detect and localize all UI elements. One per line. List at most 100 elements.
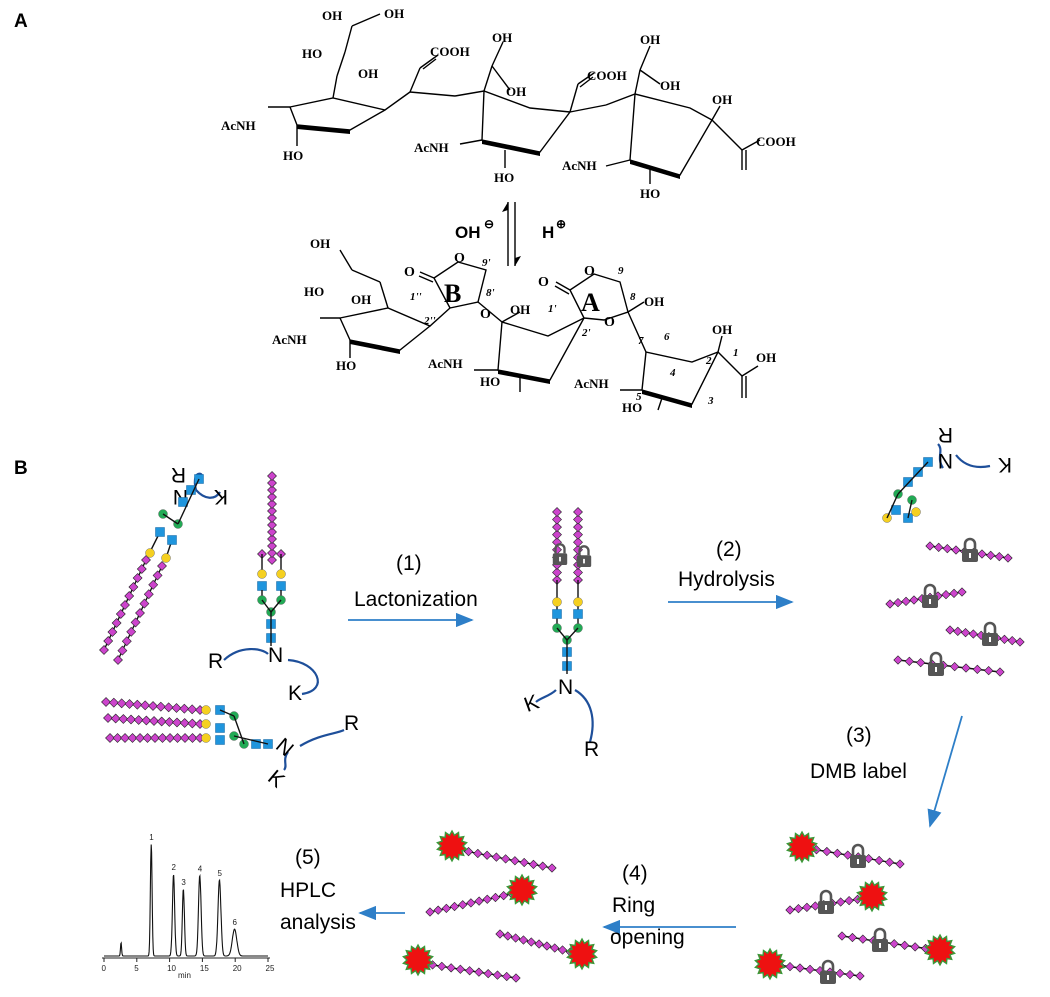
glycan-layer <box>99 457 1025 983</box>
svg-text:OH: OH <box>358 66 378 81</box>
svg-text:7: 7 <box>638 335 644 347</box>
sialic-acid-diamond <box>455 964 465 974</box>
dmb-label-star <box>786 830 818 864</box>
sialic-acid-diamond <box>503 931 513 941</box>
svg-text:HO: HO <box>302 46 322 61</box>
sialic-acid-diamond <box>267 471 277 481</box>
sialic-acid-diamond <box>172 717 182 728</box>
sialic-acid-diamond <box>953 626 963 636</box>
svg-text:9': 9' <box>482 257 491 269</box>
sialic-acid-diamond <box>573 514 583 525</box>
glcnac-square <box>251 739 261 749</box>
svg-text:OH: OH <box>510 302 530 317</box>
sialic-acid-diamond <box>121 636 132 647</box>
sialic-acid-diamond <box>843 850 853 860</box>
sialic-acid-diamond <box>785 905 795 915</box>
residue-n: N <box>938 449 953 472</box>
glcnac-square <box>552 609 562 619</box>
sialic-acid-diamond <box>101 697 111 707</box>
sialic-acid-diamond <box>110 713 121 724</box>
svg-text:HO: HO <box>336 358 356 373</box>
galactose-circle <box>276 569 286 579</box>
sialic-acid-diamond <box>140 700 151 711</box>
sialic-acid-diamond <box>845 970 855 980</box>
dmb-label-star <box>402 943 434 977</box>
sialic-acid-diamond <box>135 608 145 618</box>
sialic-acid-diamond <box>491 852 501 862</box>
step-3-number: (3) <box>846 724 872 747</box>
peptide-backbone <box>937 443 944 469</box>
sialic-acid-diamond <box>847 932 858 943</box>
sialic-acid-diamond <box>127 733 138 743</box>
residue-k: K <box>214 485 228 508</box>
sialic-acid-diamond <box>267 499 277 509</box>
residue-r: R <box>344 712 359 735</box>
sialic-acid-diamond <box>495 929 505 939</box>
peptide-backbone <box>283 751 289 771</box>
sialic-acid-diamond <box>124 591 135 601</box>
sialic-acid-diamond <box>822 846 832 857</box>
sialic-acid-diamond <box>941 590 951 600</box>
sialic-acid-diamond <box>501 854 511 864</box>
svg-text:HO: HO <box>494 170 514 185</box>
galactose-circle <box>145 548 155 558</box>
sialic-acid-diamond <box>474 967 484 977</box>
peak-label: 3 <box>181 878 186 887</box>
lock-icon <box>922 583 938 608</box>
step-4-label-line2: opening <box>610 926 685 949</box>
svg-text:AcNH: AcNH <box>221 118 256 133</box>
sialic-acid-diamond <box>995 667 1005 677</box>
sialic-acid-diamond <box>895 859 905 869</box>
dmb-label-star <box>754 947 786 981</box>
sialic-acid-diamond <box>884 857 895 867</box>
residue-k: K <box>998 453 1012 476</box>
peak-label: 1 <box>149 833 154 842</box>
sialic-acid-diamond <box>984 666 994 676</box>
sialic-acid-diamond <box>909 595 919 605</box>
sialic-acid-diamond <box>152 570 163 581</box>
residue-k: K <box>288 682 302 705</box>
sialic-acid-diamond <box>904 656 914 666</box>
x-tick-label: 10 <box>167 964 176 973</box>
sialic-acid-diamond <box>832 848 842 858</box>
sialic-acid-diamond <box>148 701 158 711</box>
residue-r: R <box>584 738 599 761</box>
sialic-acid-diamond <box>126 714 136 725</box>
glycosidic-bond <box>261 599 272 613</box>
sialic-acid-diamond <box>112 733 123 743</box>
structure-trisialic-acid: OH OH HO OH COOH AcNH HO OH OH COOH AcNH… <box>221 6 796 201</box>
sialic-acid-diamond <box>934 542 944 552</box>
sialic-acid-diamond <box>502 971 512 982</box>
residue-r: R <box>938 423 953 446</box>
ring-label-a: A <box>581 288 600 317</box>
galactose-circle <box>552 597 562 607</box>
step-5-number: (5) <box>295 846 321 869</box>
sialic-acid-diamond <box>267 492 277 502</box>
sialic-acid-diamond <box>950 662 960 672</box>
lock-icon <box>850 843 866 868</box>
svg-text:1': 1' <box>548 303 557 315</box>
sialic-acid-diamond <box>793 904 804 914</box>
sialic-acid-diamond <box>267 548 277 558</box>
sialic-acid-diamond <box>893 598 903 608</box>
glycosidic-bond <box>841 935 937 951</box>
step-4-number: (4) <box>622 862 648 885</box>
step-2-number: (2) <box>716 538 742 561</box>
sialic-acid-diamond <box>111 618 122 628</box>
svg-text:OH: OH <box>492 30 512 45</box>
glcnac-square <box>215 723 225 733</box>
sialic-acid-diamond <box>994 552 1004 562</box>
sialic-acid-diamond <box>103 636 114 646</box>
dmb-label-star <box>436 829 468 863</box>
svg-text:OH: OH <box>384 6 404 21</box>
sialic-acid-diamond <box>116 698 127 709</box>
glycosidic-bond <box>233 735 269 745</box>
panel-label-b: B <box>14 458 28 479</box>
sialic-acid-diamond <box>118 714 129 724</box>
sialic-acid-diamond <box>267 478 277 488</box>
lock-icon <box>818 889 834 914</box>
svg-text:9: 9 <box>618 265 624 277</box>
dmb-label-star <box>566 937 598 971</box>
sialic-acid-diamond <box>180 733 190 743</box>
svg-text:O: O <box>604 315 615 330</box>
